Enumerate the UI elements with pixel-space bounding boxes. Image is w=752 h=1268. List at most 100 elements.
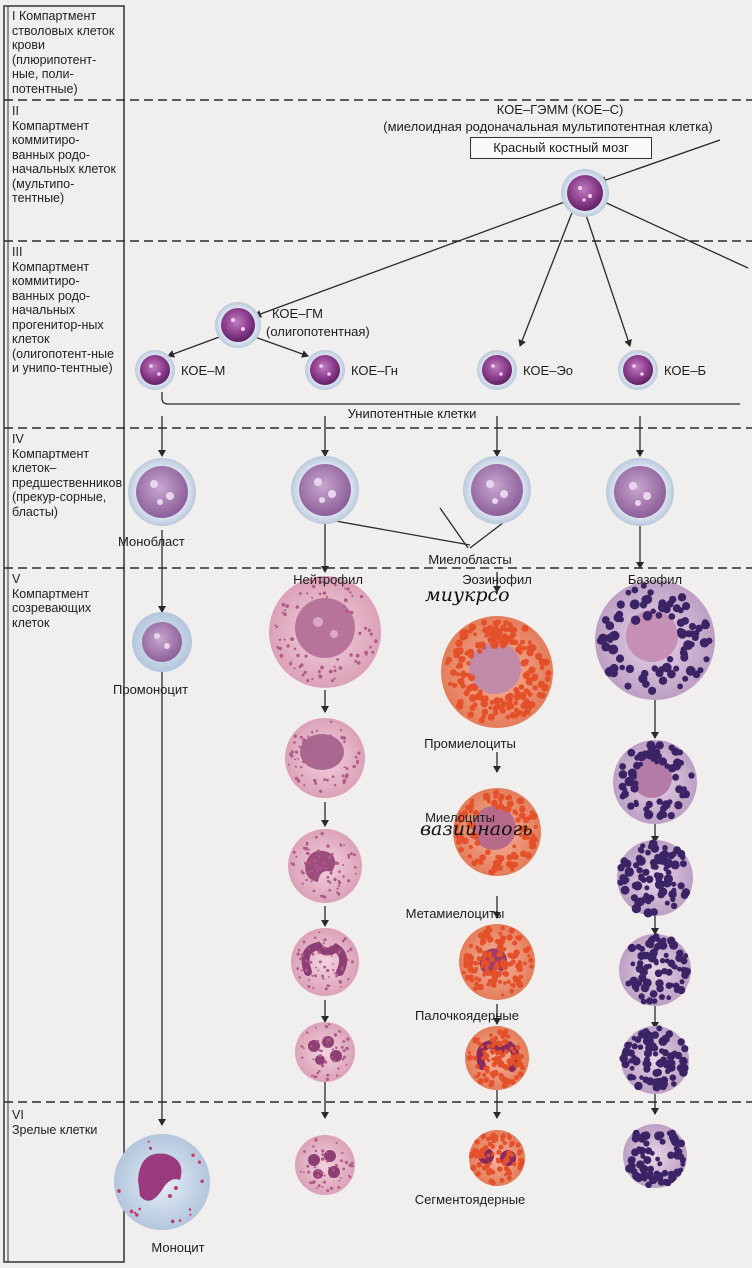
granule: [323, 1181, 326, 1184]
granule: [278, 647, 282, 651]
granule: [283, 613, 286, 616]
granule: [483, 1156, 486, 1159]
granule: [295, 751, 298, 754]
granule: [487, 1154, 491, 1158]
granule: [335, 1046, 338, 1049]
compartment-5-label: V Компартмент созревающих клеток: [12, 572, 118, 630]
granule: [631, 1075, 636, 1080]
granule: [683, 640, 693, 650]
granule: [500, 1041, 504, 1045]
granule: [489, 869, 495, 875]
granule: [467, 1056, 471, 1060]
granule: [500, 926, 504, 930]
granule: [473, 632, 477, 636]
granule: [482, 950, 487, 955]
granule: [315, 1150, 317, 1152]
granule: [457, 699, 464, 706]
granule: [306, 679, 309, 682]
granule: [291, 750, 294, 753]
granule: [499, 1145, 504, 1150]
granule: [606, 634, 615, 643]
granule: [330, 945, 332, 947]
granule: [498, 980, 502, 984]
granule: [332, 1048, 334, 1050]
granule: [340, 729, 342, 731]
granule: [495, 939, 501, 945]
granule: [512, 856, 516, 860]
granule: [480, 941, 485, 946]
granule: [468, 966, 475, 973]
granule: [301, 953, 304, 956]
granule: [523, 947, 529, 953]
granule: [369, 647, 371, 649]
granule: [634, 987, 640, 993]
granule: [489, 1082, 494, 1087]
granule: [475, 859, 479, 863]
granule: [660, 1083, 667, 1090]
granule: [476, 1074, 479, 1077]
granule: [626, 665, 634, 673]
granule: [501, 1139, 504, 1142]
granule: [636, 867, 642, 873]
unipotent-label: Унипотентные клетки: [348, 406, 477, 421]
granule: [485, 1069, 489, 1073]
granule: [303, 847, 306, 850]
granule: [316, 730, 318, 732]
granule: [490, 1144, 495, 1149]
granule: [179, 1219, 182, 1222]
granule: [480, 965, 484, 969]
granule: [528, 692, 533, 697]
granule: [517, 935, 523, 941]
granule: [314, 974, 317, 977]
granule: [646, 876, 654, 884]
granule: [519, 805, 525, 811]
granule: [325, 1025, 328, 1028]
granule: [509, 928, 515, 934]
granule: [321, 832, 324, 835]
granule: [665, 901, 670, 906]
granule: [632, 780, 638, 786]
granule: [678, 593, 686, 601]
granule: [656, 1061, 661, 1066]
granule: [487, 1044, 491, 1048]
granule: [350, 1164, 353, 1167]
granule: [673, 666, 679, 672]
granule: [461, 630, 467, 636]
granule: [517, 1165, 522, 1170]
granule: [513, 701, 518, 706]
granule: [510, 1153, 514, 1157]
granule: [648, 687, 656, 695]
granule: [311, 1075, 313, 1077]
granule: [664, 859, 673, 868]
granule: [343, 605, 346, 608]
granule: [294, 667, 296, 669]
granule: [621, 877, 629, 885]
granule: [656, 812, 664, 820]
granule: [494, 970, 499, 975]
granule: [374, 639, 378, 643]
granule: [507, 980, 511, 984]
granule: [339, 1031, 341, 1033]
granule: [529, 842, 536, 849]
granule: [645, 1147, 652, 1154]
granule: [319, 960, 322, 963]
promonocyte-label: Промоноцит: [113, 682, 188, 697]
granule: [334, 666, 336, 668]
granule: [653, 1051, 658, 1056]
granule: [520, 640, 525, 645]
granule: [646, 1048, 652, 1054]
granule: [617, 601, 625, 609]
granule: [331, 853, 334, 856]
granule: [290, 754, 293, 757]
granule: [328, 1023, 330, 1025]
granule: [510, 983, 513, 986]
granule: [627, 1042, 632, 1047]
granule: [509, 989, 514, 994]
granule: [678, 882, 685, 889]
granule: [668, 1060, 675, 1067]
granule: [350, 611, 353, 614]
granule: [601, 642, 610, 651]
granule: [337, 1186, 340, 1189]
granule: [487, 800, 491, 804]
granule: [502, 806, 508, 812]
